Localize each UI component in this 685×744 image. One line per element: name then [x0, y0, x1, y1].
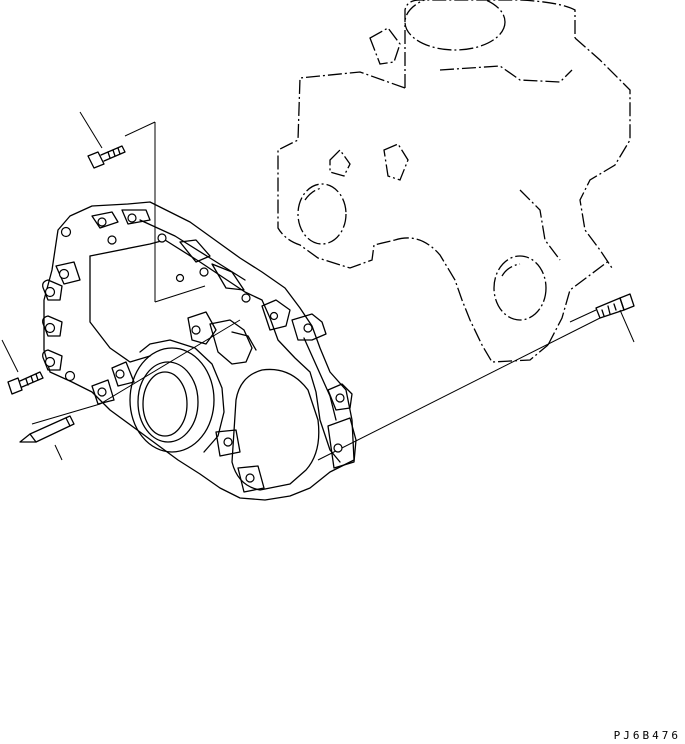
upper-cover-bolt [87, 145, 126, 169]
engine-block-phantom [277, 0, 631, 363]
dowel-pin [19, 415, 75, 443]
front-cover-case [42, 201, 357, 501]
mounting-holes [44, 213, 345, 483]
drawing-code: PJ6B476 [613, 729, 681, 742]
side-cover-bolt [7, 371, 44, 395]
long-through-bolt [569, 293, 635, 323]
